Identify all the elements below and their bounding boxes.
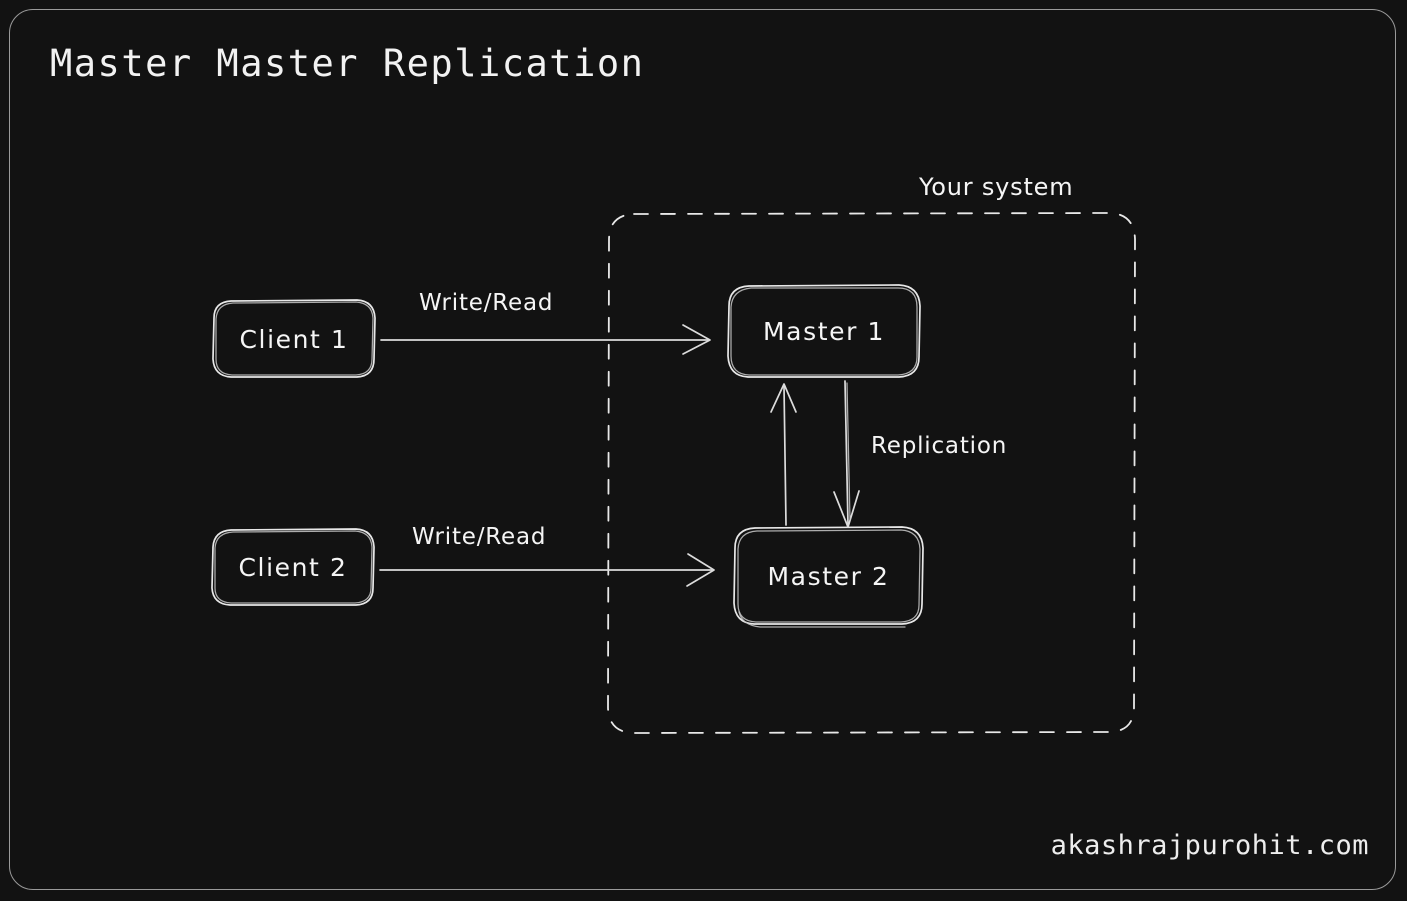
node-client-2-shape[interactable]: [211, 528, 375, 606]
site-watermark: akashrajpurohit.com: [1050, 830, 1369, 861]
edge-master1-master2-down: [833, 380, 860, 528]
node-client-1-shape[interactable]: [212, 299, 376, 378]
your-system-boundary: [607, 212, 1136, 734]
your-system-label: Your system: [919, 173, 1074, 201]
edge-client1-master1: [380, 324, 711, 355]
edge-master2-master1-up: [770, 383, 797, 526]
edge-label-client1-write-read: Write/Read: [419, 290, 554, 316]
node-master-2-shape[interactable]: [733, 526, 924, 628]
node-master-1-shape[interactable]: [727, 284, 921, 378]
edge-label-replication: Replication: [871, 433, 1008, 459]
edge-label-client2-write-read: Write/Read: [412, 524, 547, 550]
page-title: Master Master Replication: [50, 42, 645, 85]
edge-client2-master2: [379, 553, 715, 587]
